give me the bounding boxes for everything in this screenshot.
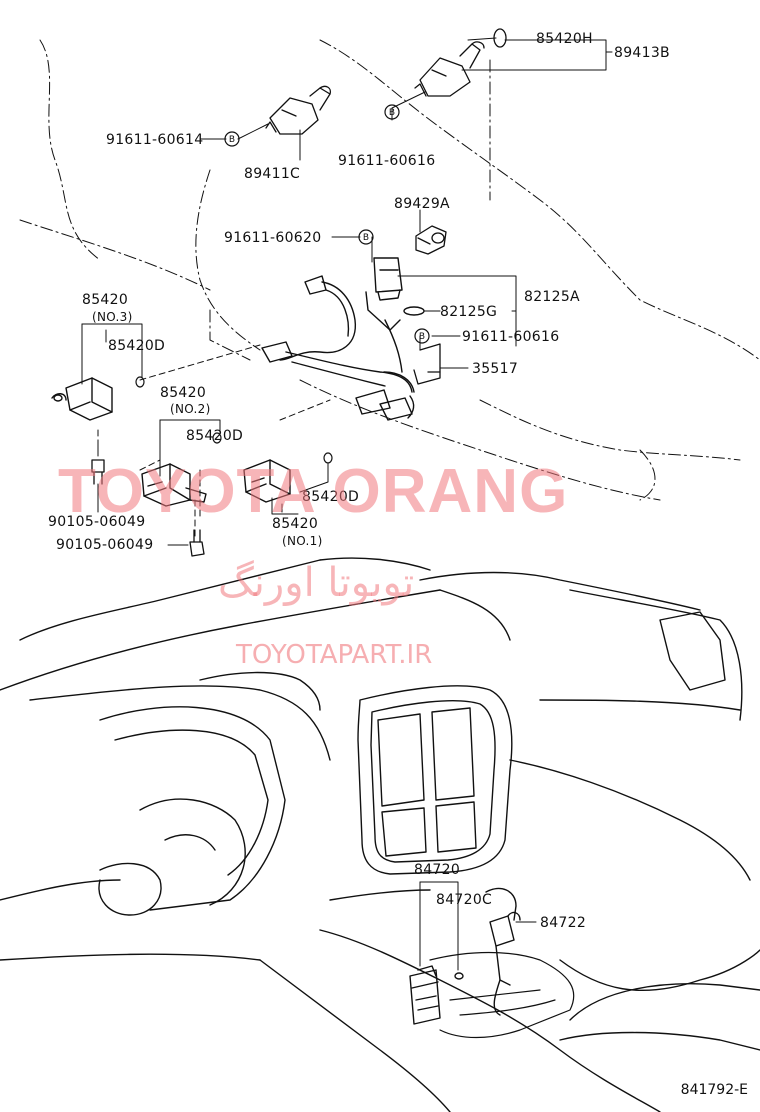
label-85420-no2: 85420 xyxy=(160,385,207,401)
label-85420-no1: 85420 xyxy=(272,516,319,532)
label-91611-60614: 91611-60614 xyxy=(106,132,204,148)
sensor-89429a xyxy=(415,225,447,255)
o-rings-85420d xyxy=(135,376,333,464)
label-91611-60616-top: 91611-60616 xyxy=(338,153,436,169)
label-no1: (NO.1) xyxy=(282,534,323,548)
label-82125a: 82125A xyxy=(524,289,580,305)
label-91611-60616-mid: 91611-60616 xyxy=(462,329,560,345)
label-85420d-a: 85420D xyxy=(108,338,166,354)
label-89413b: 89413B xyxy=(614,45,670,61)
label-89411c: 89411C xyxy=(244,166,301,182)
bolt-marker-letter-3: B xyxy=(363,233,369,243)
sensor-89411c xyxy=(265,85,332,135)
relay-no3 xyxy=(51,377,113,421)
console-outline xyxy=(429,951,575,1039)
label-no2: (NO.2) xyxy=(170,402,211,416)
label-89429a: 89429A xyxy=(394,196,450,212)
dashboard-outline xyxy=(0,557,760,1112)
label-82125g: 82125G xyxy=(440,304,498,320)
label-85420d-b: 85420D xyxy=(186,428,244,444)
label-leaders xyxy=(81,37,613,971)
relay-no2 xyxy=(141,463,207,507)
bolt-marker-3 xyxy=(358,229,374,245)
label-84720: 84720 xyxy=(414,862,461,878)
bracket-35517 xyxy=(413,343,441,385)
label-85420d-c: 85420D xyxy=(302,489,360,505)
bolt-marker-letter-2: B xyxy=(389,108,395,118)
relay-no1 xyxy=(243,459,291,503)
label-90105-06049-b: 90105-06049 xyxy=(56,537,154,553)
switch-84722 xyxy=(454,887,521,1016)
label-no3: (NO.3) xyxy=(92,310,133,324)
bolt-marker-4 xyxy=(414,328,430,344)
figure-id: 841792-E xyxy=(680,1082,748,1098)
bolt-marker-2 xyxy=(384,104,400,120)
label-90105-06049-a: 90105-06049 xyxy=(48,514,146,530)
bolt-marker-letter-4: B xyxy=(419,332,425,342)
switch-84720 xyxy=(409,965,441,1025)
bolt-marker-1 xyxy=(224,131,240,147)
bolt-markers xyxy=(224,104,430,344)
sensor-89413b xyxy=(414,28,507,97)
label-85420h: 85420H xyxy=(536,31,593,47)
harness-82125a xyxy=(261,257,425,421)
bolt-90105-a xyxy=(91,459,105,485)
phantom-body-outline xyxy=(19,39,760,501)
bolt-marker-letters: B B B B xyxy=(229,108,425,342)
bolt-90105-b xyxy=(189,529,205,557)
label-84720c: 84720C xyxy=(436,892,493,908)
dashed-leaders xyxy=(97,344,331,541)
label-91611-60620: 91611-60620 xyxy=(224,230,322,246)
label-35517: 35517 xyxy=(472,361,519,377)
bolt-marker-letter-1: B xyxy=(229,135,235,145)
label-84722: 84722 xyxy=(540,915,587,931)
label-85420-no3: 85420 xyxy=(82,292,129,308)
